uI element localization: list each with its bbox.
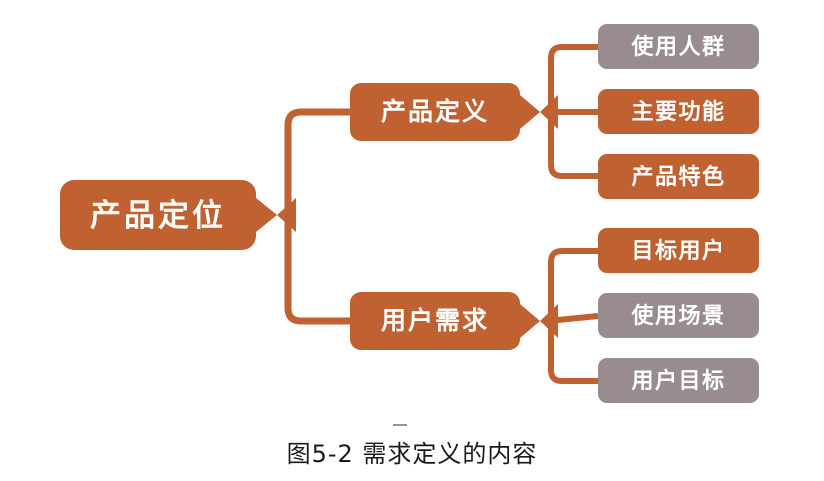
node-user-requirements[interactable]: 用户需求 — [350, 292, 520, 350]
connector-ur-to-usage-scenario — [547, 313, 599, 324]
node-label: 使用人群 — [631, 33, 726, 59]
node-label: 产品定义 — [380, 97, 489, 126]
node-main-function[interactable]: 主要功能 — [598, 89, 759, 134]
node-label: 主要功能 — [631, 98, 726, 124]
node-label: 使用场景 — [631, 302, 726, 328]
root-arrow-tip — [256, 198, 277, 232]
product-definition-arrow-tip — [520, 95, 540, 129]
connector-pd-to-user-group — [548, 44, 598, 112]
connector-ur-to-user-goal — [548, 321, 598, 384]
scan-artifact — [393, 424, 407, 426]
node-product-definition[interactable]: 产品定义 — [350, 83, 520, 141]
node-target-user[interactable]: 目标用户 — [598, 228, 759, 273]
connector-root-to-product-definition — [284, 108, 350, 215]
node-user-goal[interactable]: 用户目标 — [598, 358, 759, 403]
connector-root-to-user-requirements — [284, 215, 350, 325]
node-label: 用户需求 — [380, 306, 489, 335]
user-requirements-arrow-tip — [520, 304, 540, 338]
node-usage-scenario[interactable]: 使用场景 — [598, 293, 759, 338]
connector-ur-to-target-user — [548, 248, 598, 321]
node-label: 用户目标 — [631, 367, 726, 393]
connector-pd-to-product-feature — [548, 112, 598, 179]
node-product-positioning[interactable]: 产品定位 — [60, 180, 256, 250]
node-label: 产品定位 — [90, 197, 226, 233]
node-label: 目标用户 — [631, 237, 726, 263]
figure-caption: 图5-2 需求定义的内容 — [286, 440, 538, 468]
node-product-feature[interactable]: 产品特色 — [598, 154, 759, 199]
node-label: 产品特色 — [631, 163, 726, 189]
node-user-group[interactable]: 使用人群 — [598, 24, 759, 69]
